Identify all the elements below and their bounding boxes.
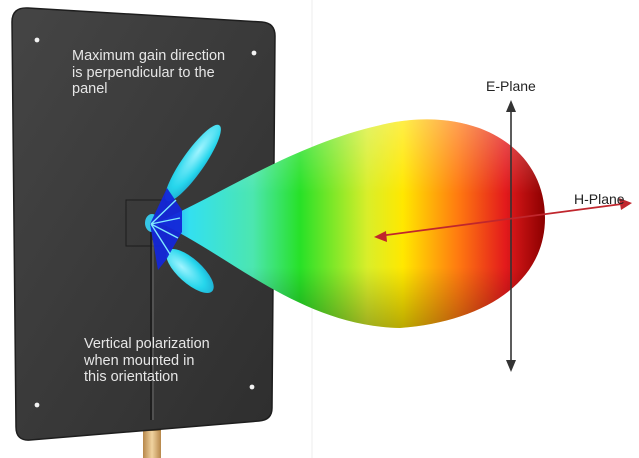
polarization-line-2: when mounted in: [84, 352, 195, 369]
max-gain-annotation: Maximum gain direction is perpendicular …: [72, 48, 225, 98]
mounting-hole: [34, 37, 40, 43]
h-plane-label: H-Plane: [574, 191, 625, 207]
side-lobe-lower: [166, 249, 214, 293]
e-plane-arrow-up: [506, 100, 516, 112]
polarization-annotation: Vertical polarization when mounted in th…: [84, 336, 210, 386]
max-gain-line-3: panel: [72, 81, 108, 98]
mounting-hole: [249, 384, 255, 390]
max-gain-line-1: Maximum gain direction: [72, 48, 226, 64]
main-lobe-shading: [158, 119, 545, 328]
max-gain-line-2: is perpendicular to the: [72, 64, 215, 81]
lobe-core-fan: [150, 188, 182, 270]
mounting-hole: [34, 402, 40, 408]
e-plane-arrow-down: [506, 360, 516, 372]
e-plane-label: E-Plane: [486, 78, 536, 94]
h-plane-axis: [378, 203, 623, 237]
h-plane-arrow-left: [374, 231, 387, 242]
side-lobe-upper: [165, 124, 221, 202]
antenna-panel: [11, 7, 276, 441]
polarization-line-1: Vertical polarization: [84, 336, 210, 352]
mounting-hole: [251, 50, 257, 56]
polarization-line-3: this orientation: [84, 369, 179, 386]
h-plane-arrow-right: [619, 198, 632, 210]
lobe-core-rays: [150, 199, 181, 255]
